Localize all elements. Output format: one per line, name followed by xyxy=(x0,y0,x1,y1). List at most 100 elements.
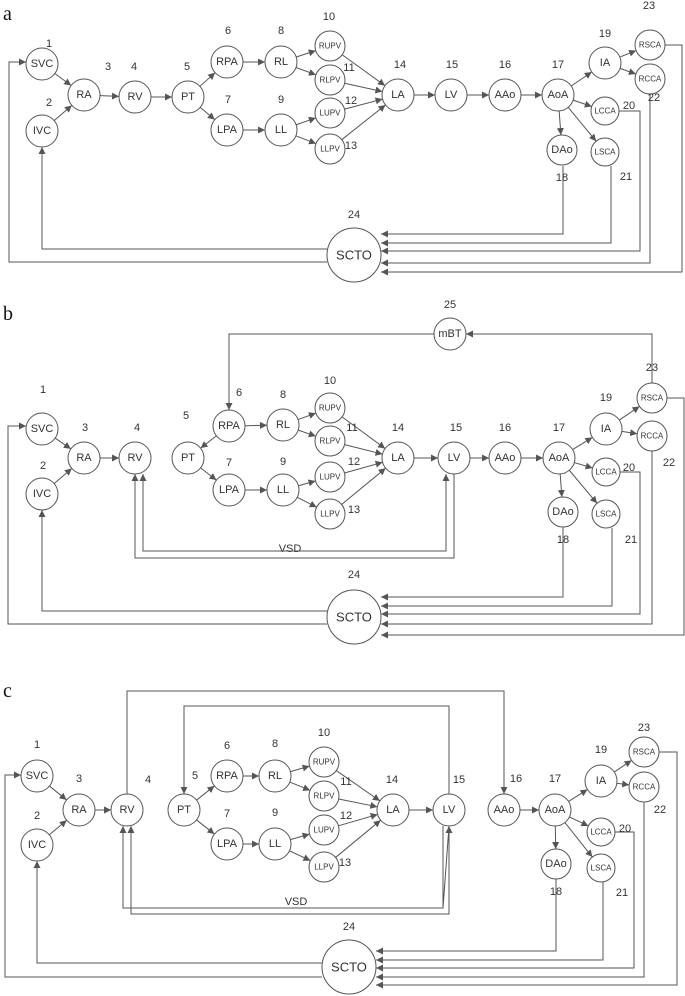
node-circle-c-rupv xyxy=(308,746,340,778)
return-c-rcca xyxy=(376,802,645,981)
node-number-c-rlpv: 11 xyxy=(340,776,351,788)
node-circle-c-ivc xyxy=(20,828,54,862)
edge-b-AoA-LCCA xyxy=(574,462,593,470)
return-a-rsca xyxy=(381,44,683,276)
node-circle-b-aao xyxy=(488,441,522,475)
node-a-dao: DAo xyxy=(546,134,578,166)
node-number-a-ll: 9 xyxy=(278,94,284,106)
node-label-a-rpa: RPA xyxy=(216,56,238,68)
edge-a-LL-LLPV xyxy=(295,135,317,145)
edge-c-RL-RLPV xyxy=(289,781,311,791)
node-circle-b-dao xyxy=(547,496,579,528)
node-label-c-rsca: RSCA xyxy=(633,748,656,757)
node-circle-a-ia xyxy=(588,46,622,80)
node-a-ia: IA xyxy=(588,46,622,80)
node-a-svc: SVC xyxy=(25,47,59,81)
node-c-svc: SVC xyxy=(20,759,54,793)
node-number-a-lv: 15 xyxy=(446,59,458,71)
node-circle-c-llpv xyxy=(308,851,340,883)
node-label-a-ll: LL xyxy=(275,124,287,136)
node-number-a-scto: 24 xyxy=(348,209,360,221)
node-label-a-lsca: LSCA xyxy=(595,148,617,157)
node-circle-b-ra xyxy=(67,441,101,475)
node-number-b-ia: 19 xyxy=(600,392,612,404)
node-label-b-ra: RA xyxy=(76,452,92,464)
node-c-lv: LV xyxy=(432,793,466,827)
node-c-llpv: LLPV xyxy=(308,851,340,883)
node-a-aao: AAo xyxy=(488,78,522,112)
node-a-lupv: LUPV xyxy=(314,97,346,129)
edges-layer xyxy=(4,44,685,989)
node-number-a-lpa: 7 xyxy=(225,94,231,106)
node-number-c-ra: 3 xyxy=(76,773,82,785)
node-label-b-ivc: IVC xyxy=(33,488,51,500)
edge-a-PT-RPA xyxy=(199,72,216,87)
edge-a-SVC-RA xyxy=(54,73,72,86)
node-c-rlpv: RLPV xyxy=(308,780,340,812)
node-number-b-rl: 8 xyxy=(280,389,286,401)
node-label-a-svc: SVC xyxy=(31,58,54,70)
edge-c-IA-RCCA xyxy=(616,780,630,788)
vsd-c-lv-connector xyxy=(442,825,450,909)
node-c-rl: RL xyxy=(258,759,292,793)
node-label-a-la: LA xyxy=(391,89,405,101)
node-b-rpa: RPA xyxy=(212,409,246,443)
node-number-a-rpa: 6 xyxy=(225,25,231,37)
node-circle-a-rl xyxy=(264,45,298,79)
node-a-lpa: LPA xyxy=(210,113,244,147)
return-b-rsca xyxy=(381,397,685,639)
node-c-aao: AAo xyxy=(487,793,521,827)
node-b-llpv: LLPV xyxy=(314,498,346,530)
node-label-c-lpa: LPA xyxy=(217,838,238,850)
node-number-c-pt: 5 xyxy=(192,770,198,782)
node-circle-b-svc xyxy=(25,412,59,446)
node-number-b-scto: 24 xyxy=(348,569,360,581)
return-a-dao xyxy=(381,166,564,238)
edge-a-RUPV-LA xyxy=(341,54,386,87)
switch-c-lv-pt xyxy=(180,705,450,794)
return-b-lcca xyxy=(381,471,641,618)
node-label-c-llpv: LLPV xyxy=(314,863,334,872)
node-label-c-rupv: RUPV xyxy=(313,758,336,767)
return-b-lsca xyxy=(381,528,613,610)
node-label-a-rlpv: RLPV xyxy=(320,76,342,85)
node-a-ll: LL xyxy=(264,113,298,147)
node-label-a-lv: LV xyxy=(445,89,458,101)
node-label-c-ll: LL xyxy=(269,838,281,850)
node-number-c-llpv: 13 xyxy=(339,857,351,869)
node-label-c-rlpv: RLPV xyxy=(314,792,336,801)
edge-c-PT-RPA xyxy=(196,785,215,801)
edge-a-IA-RSCA xyxy=(619,49,637,58)
node-label-b-rpa: RPA xyxy=(218,420,240,432)
vsd-b-outer xyxy=(131,474,455,559)
node-circle-c-lsca xyxy=(586,853,616,883)
edge-b-IA-RSCA xyxy=(618,405,640,421)
node-label-c-ia: IA xyxy=(596,775,607,787)
node-circle-a-ll xyxy=(264,113,298,147)
node-label-b-pt: PT xyxy=(181,452,195,464)
node-circle-c-lpa xyxy=(210,827,244,861)
node-circle-b-ia xyxy=(589,412,623,446)
node-circle-a-rupv xyxy=(314,30,346,62)
node-number-a-aoa: 17 xyxy=(552,59,564,71)
vsd-label-c: VSD xyxy=(285,896,308,908)
node-label-a-ivc: IVC xyxy=(33,125,51,137)
node-label-b-ll: LL xyxy=(277,484,289,496)
edge-a-AoA-DAo xyxy=(556,110,564,136)
node-number-c-rupv: 10 xyxy=(318,727,330,739)
edge-b-RPA-PT xyxy=(200,435,217,449)
node-number-b-dao: 18 xyxy=(557,534,569,546)
node-circle-a-aao xyxy=(488,78,522,112)
node-label-b-rlpv: RLPV xyxy=(320,437,342,446)
node-circle-c-rv xyxy=(110,793,144,827)
node-number-c-ll: 9 xyxy=(272,807,278,819)
node-label-b-aao: AAo xyxy=(495,452,516,464)
node-label-c-ra: RA xyxy=(71,804,87,816)
node-circle-b-rpa xyxy=(212,409,246,443)
node-circle-c-rsca xyxy=(628,736,660,768)
node-number-b-ivc: 2 xyxy=(40,460,46,472)
node-number-a-lsca: 21 xyxy=(620,171,632,183)
node-a-scto: SCTO xyxy=(326,227,382,283)
node-number-c-dao: 18 xyxy=(550,886,562,898)
node-a-lv: LV xyxy=(434,78,468,112)
